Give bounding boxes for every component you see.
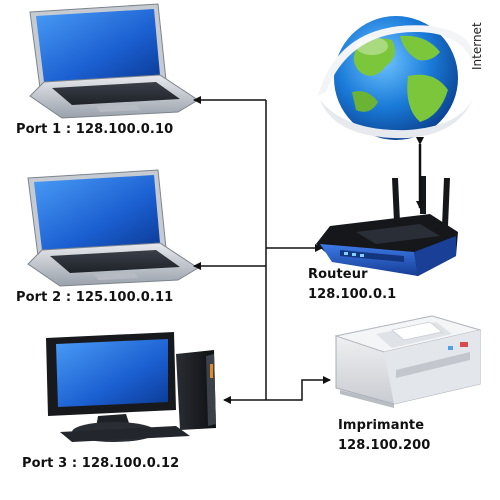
- desktop-pc-icon: [46, 332, 216, 442]
- router-name: Routeur: [308, 267, 368, 282]
- router-ip: 128.100.0.1: [308, 287, 397, 302]
- link-printer: [266, 376, 331, 401]
- router-icon: [316, 176, 458, 276]
- port-3-label: Port 3 : 128.100.0.12: [22, 456, 180, 471]
- laptop-1-icon: [29, 3, 199, 119]
- internet-label: Internet: [470, 22, 484, 70]
- printer-ip: 128.100.200: [338, 438, 431, 453]
- port-2-label: Port 2 : 125.100.0.11: [16, 290, 174, 305]
- connection-lines: [193, 96, 331, 404]
- printer-name: Imprimante: [338, 418, 425, 433]
- printer-icon: [334, 315, 482, 408]
- port-1-label: Port 1 : 128.100.0.10: [16, 122, 174, 137]
- laptop-2-icon: [27, 169, 199, 287]
- globe-icon: [318, 16, 474, 140]
